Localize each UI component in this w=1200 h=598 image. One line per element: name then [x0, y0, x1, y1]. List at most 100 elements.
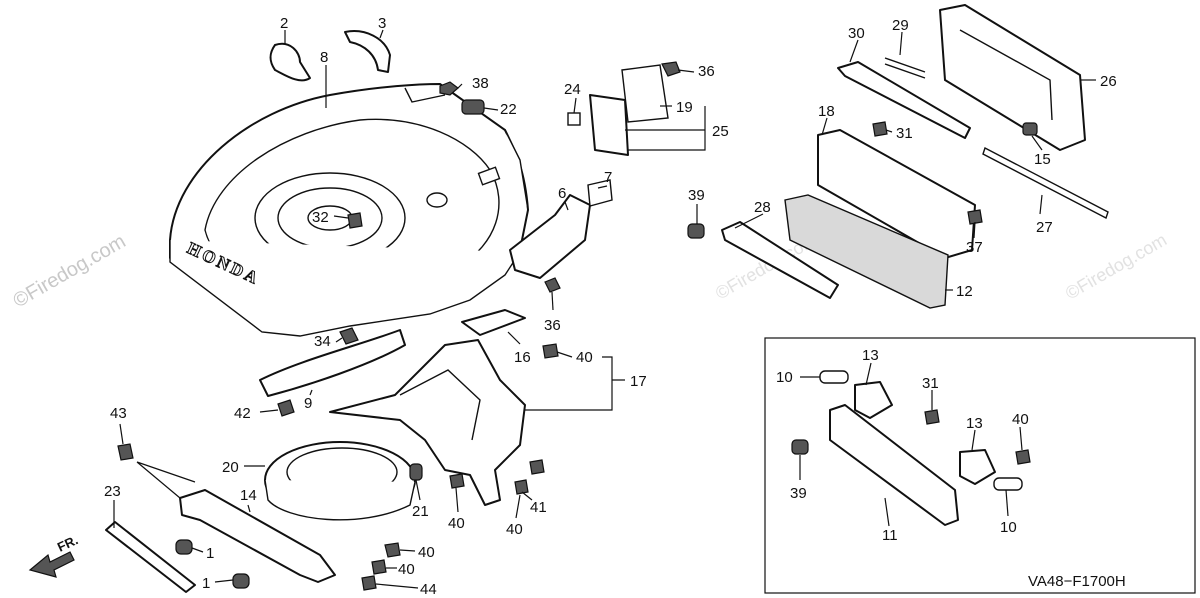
callout-label: 38: [472, 75, 489, 92]
callout-label: 20: [222, 459, 239, 476]
front-direction-arrow: [28, 551, 75, 578]
part-2-bracket: [269, 42, 311, 82]
callout-label: 2: [280, 15, 288, 32]
part-22-grommet: [461, 99, 485, 115]
part-10-pin-b: [993, 477, 1023, 491]
part-34-nut: [339, 327, 359, 345]
callout-label: 36: [698, 63, 715, 80]
callout-label: 32: [312, 209, 329, 226]
part-40-bolt-low: [449, 473, 465, 489]
callout-label: 39: [688, 187, 705, 204]
callout-label: 37: [966, 239, 983, 256]
part-3-bracket: [344, 30, 391, 73]
callout-label: 12: [956, 283, 973, 300]
callout-label: 19: [676, 99, 693, 116]
part-1-bumper-b: [232, 573, 250, 589]
callout-label: 40: [448, 515, 465, 532]
part-37-screw: [967, 209, 983, 225]
callout-label: 3: [378, 15, 386, 32]
callout-label: 40: [418, 544, 435, 561]
part-28-rail: [721, 221, 839, 299]
callout-label: 31: [922, 375, 939, 392]
part-44-bolt: [361, 575, 377, 591]
part-9-flap: [259, 329, 406, 397]
callout-label: 1: [206, 545, 214, 562]
callout-label: 40: [506, 521, 523, 538]
callout-label: 39: [790, 485, 807, 502]
part-11-hinge-bar: [829, 404, 959, 526]
part-40-bolt-bracket-a: [384, 542, 401, 558]
callout-label: 36: [544, 317, 561, 334]
callout-label: 8: [320, 49, 328, 66]
watermark-right: ©Firedog.com: [1062, 229, 1170, 303]
callout-label: 27: [1036, 219, 1053, 236]
callout-label: 34: [314, 333, 331, 350]
part-14-bracket: [179, 489, 336, 583]
callout-label: 25: [712, 123, 729, 140]
part-42-bolt: [277, 399, 295, 417]
part-39-nut-inset: [791, 439, 809, 455]
callout-label: 16: [514, 349, 531, 366]
part-15-clip: [1022, 122, 1038, 136]
callout-label: 10: [776, 369, 793, 386]
callout-label: 9: [304, 395, 312, 412]
callout-label: 44: [420, 581, 437, 598]
callout-label: 43: [110, 405, 127, 422]
callout-label: 13: [966, 415, 983, 432]
part-19-flap: [621, 64, 669, 123]
callout-labels: 2 3 8 38 22 24 36 19 25 7 6 36 32 34 16 …: [104, 15, 1117, 598]
inset-box: [764, 337, 1196, 594]
callout-label: 40: [1012, 411, 1029, 428]
part-23-strip: [105, 521, 196, 593]
watermark-left: ©Firedog.com: [10, 230, 130, 312]
part-32-bolt: [347, 212, 363, 229]
callout-label: 6: [558, 185, 566, 202]
callout-label: 10: [1000, 519, 1017, 536]
callout-label: 22: [500, 101, 517, 118]
part-38-nut: [439, 81, 459, 96]
part-20-baffle: [264, 441, 416, 521]
part-12-filter: [784, 194, 949, 309]
part-21-grommet: [409, 463, 423, 481]
callout-label: 14: [240, 487, 257, 504]
part-10-pin-a: [819, 370, 849, 384]
callout-label: 17: [630, 373, 647, 390]
callout-label: 11: [882, 527, 898, 544]
part-31-screw: [872, 121, 888, 137]
callout-label: 1: [202, 575, 210, 592]
callout-label: 18: [818, 103, 835, 120]
part-24-clip: [567, 112, 581, 126]
part-31-screw-inset: [924, 409, 940, 425]
part-13-hinge-b: [959, 449, 996, 485]
callout-label: 28: [754, 199, 771, 216]
callout-label: 23: [104, 483, 121, 500]
part-16-pad: [461, 309, 526, 336]
part-40-bolt-bracket-b: [371, 559, 387, 575]
callout-label: 21: [412, 503, 429, 520]
part-30-rail: [837, 61, 971, 139]
part-41-bolt: [514, 479, 529, 495]
part-40-screw-inset: [1015, 449, 1031, 465]
mower-deck: HONDA: [169, 83, 529, 337]
callout-label: 7: [604, 169, 612, 186]
part-18-bracket: [817, 129, 976, 259]
callout-label: 15: [1034, 151, 1051, 168]
part-39-nut: [687, 223, 705, 239]
part-17-frame: [329, 339, 526, 506]
callout-label: 41: [530, 499, 547, 516]
part-40-bolt-mid: [529, 459, 545, 475]
part-1-bumper-a: [175, 539, 193, 555]
part-6-bracket: [509, 194, 591, 279]
callout-label: 31: [896, 125, 913, 142]
part-36-screw-top: [661, 61, 681, 77]
part-40-bolt-top: [542, 343, 559, 359]
part-43-bolt: [117, 443, 134, 461]
part-36-screw-bracket: [544, 277, 561, 293]
part-29-spring: [884, 57, 926, 79]
callout-label: 29: [892, 17, 909, 34]
callout-label: 24: [564, 81, 581, 98]
front-direction-label: FR.: [55, 532, 80, 554]
callout-label: 40: [398, 561, 415, 578]
